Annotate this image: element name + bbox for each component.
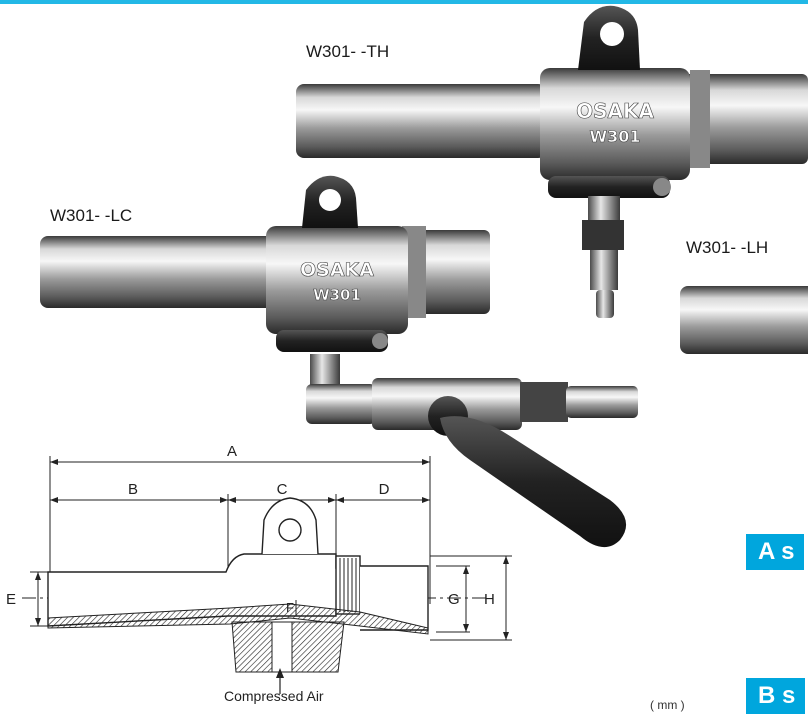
section-a-badge: A s bbox=[746, 534, 805, 570]
dim-b-label: B bbox=[128, 481, 138, 498]
dim-c-label: C bbox=[277, 481, 288, 498]
dim-d-label: D bbox=[379, 481, 390, 498]
label-w301-lh: W301- -LH bbox=[686, 238, 769, 257]
label-w301-lc: W301- -LC bbox=[50, 206, 133, 225]
dim-h-label: H bbox=[484, 591, 495, 608]
dim-a-label: A bbox=[227, 443, 237, 460]
top-accent-line bbox=[0, 0, 808, 4]
model-engraving-th: W301 bbox=[589, 127, 640, 146]
compressed-air-caption: Compressed Air bbox=[224, 688, 324, 704]
unit-label: ( mm ) bbox=[650, 698, 685, 712]
dim-e-label: E bbox=[6, 591, 16, 608]
model-engraving-lc: W301 bbox=[313, 286, 361, 304]
dim-f-label: F bbox=[286, 600, 294, 615]
dim-g-label: G bbox=[448, 591, 460, 608]
label-w301-th: W301- -TH bbox=[306, 42, 390, 61]
nozzle-lh bbox=[680, 286, 808, 354]
section-drawing: A B C D E F G H bbox=[6, 443, 512, 694]
section-b-badge: B s bbox=[746, 678, 806, 714]
brand-engraving-th: OSAKA bbox=[576, 99, 654, 123]
nozzle-lc: OSAKA W301 bbox=[40, 175, 638, 548]
brand-engraving-lc: OSAKA bbox=[300, 259, 374, 281]
nozzle-th: OSAKA W301 bbox=[296, 5, 808, 318]
